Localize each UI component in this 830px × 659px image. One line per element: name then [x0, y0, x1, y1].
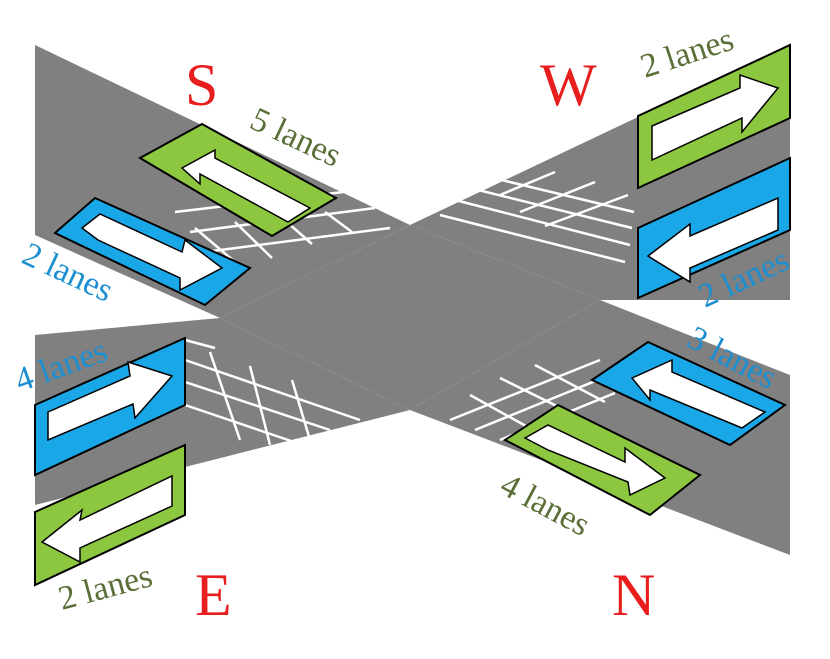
- direction-label-n: N: [612, 562, 655, 628]
- direction-label-s: S: [185, 52, 218, 118]
- arrow-w-out: [637, 43, 791, 190]
- arrow-icon: [180, 148, 312, 223]
- arrow-e-out: [34, 443, 186, 587]
- arrow-icon: [40, 474, 173, 564]
- crosswalks: [174, 170, 635, 447]
- arrow-icon: [646, 196, 779, 284]
- direction-label-w: W: [540, 52, 597, 118]
- arrow-s-in: [137, 122, 339, 238]
- arrow-n-in: [589, 340, 787, 447]
- road-center: [220, 225, 600, 410]
- arrow-icon: [630, 358, 767, 429]
- arrow-icon: [80, 213, 224, 292]
- crosswalk-south: [174, 188, 391, 263]
- arrow-icon: [47, 360, 174, 442]
- arrow-n-out: [503, 403, 702, 517]
- crosswalk-west: [439, 170, 635, 264]
- arrow-icon: [523, 424, 667, 497]
- direction-label-e: E: [195, 562, 232, 628]
- crosswalk-east: [184, 338, 361, 446]
- arrow-s-out: [53, 196, 252, 307]
- arrow-icon: [651, 73, 780, 162]
- arrow-w-in: [637, 156, 791, 300]
- arrow-e-in: [34, 336, 186, 477]
